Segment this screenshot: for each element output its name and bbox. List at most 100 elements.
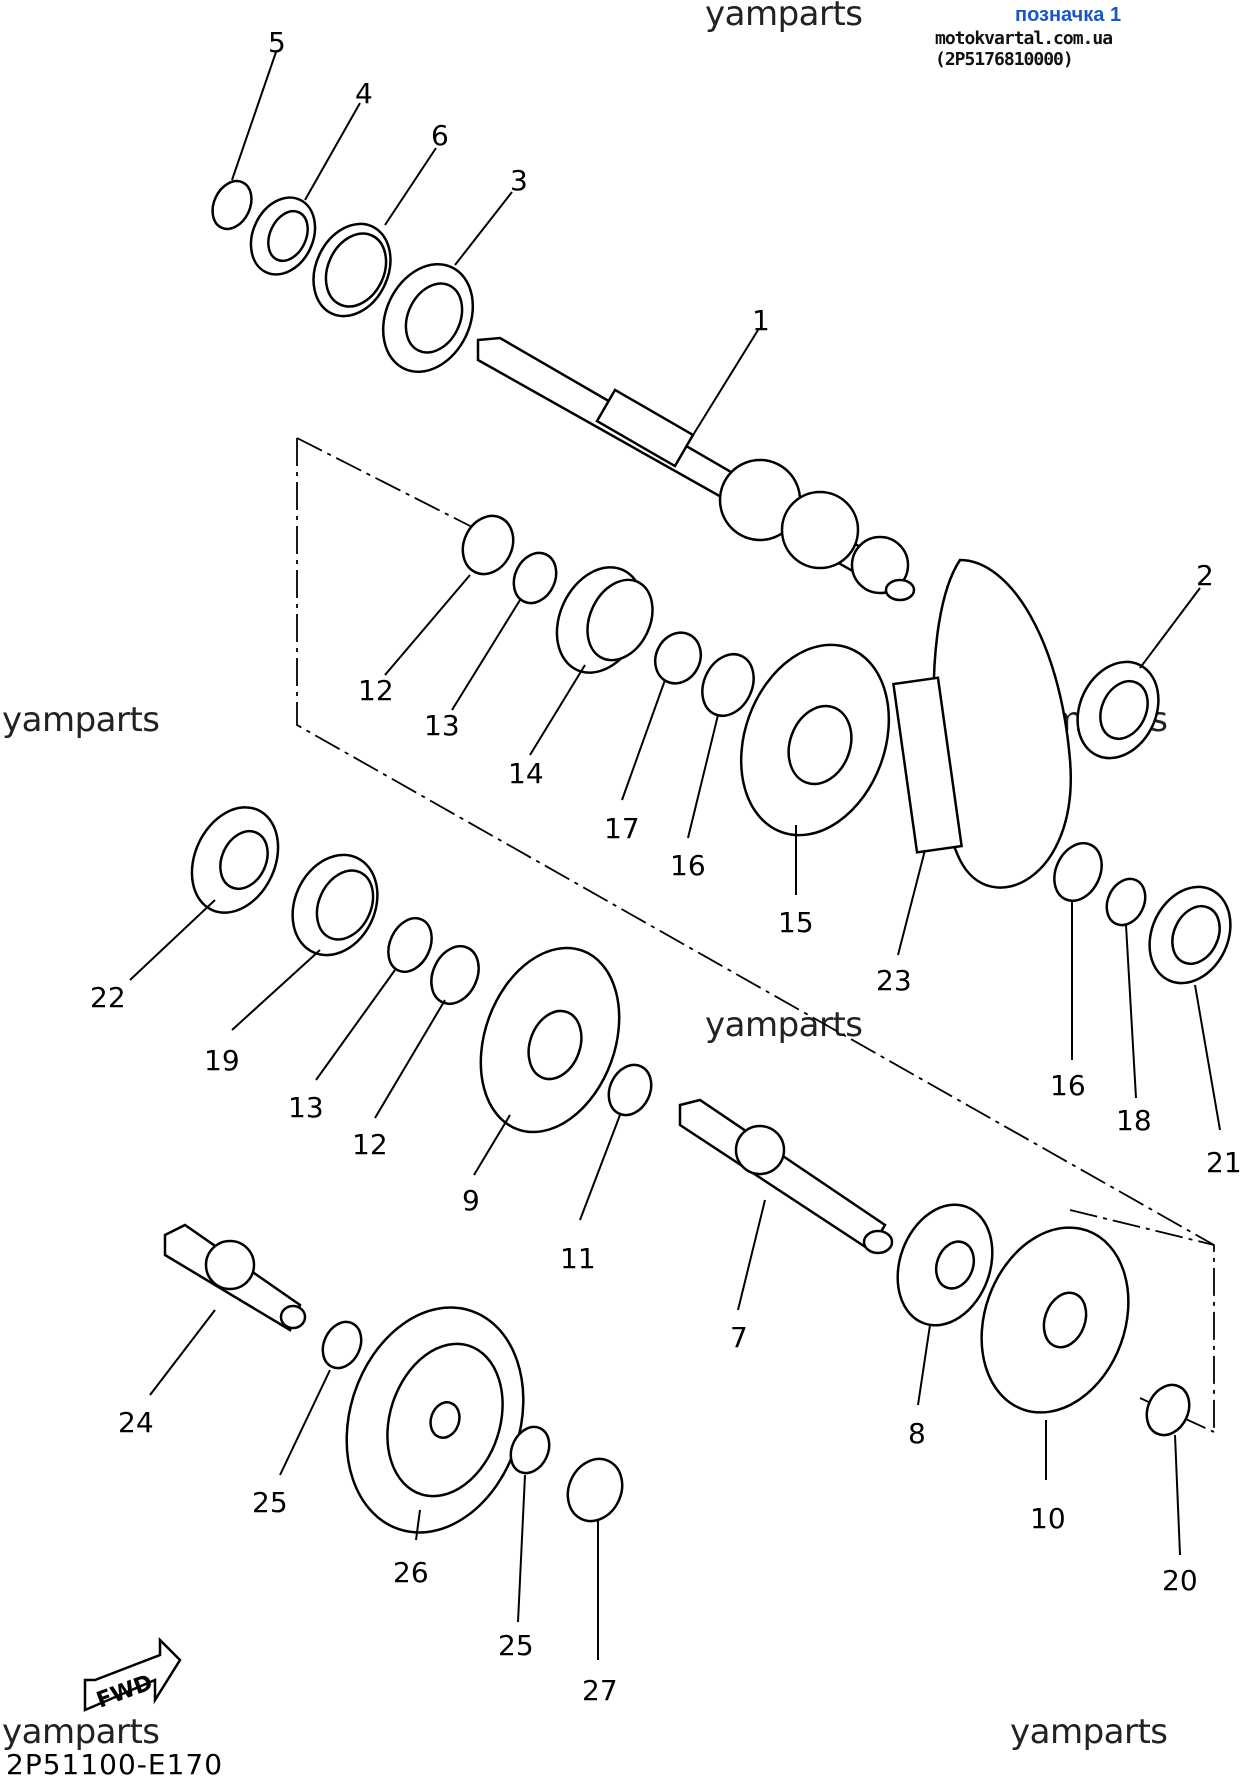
needle-bearing-part xyxy=(653,631,703,685)
callout-number: 12 xyxy=(352,1128,388,1161)
callout-number: 1 xyxy=(752,304,770,337)
circlip-part xyxy=(1105,877,1147,927)
leader-line xyxy=(737,1199,766,1311)
callout-number: 18 xyxy=(1116,1104,1152,1137)
leader-line xyxy=(415,1509,421,1541)
callout-number: 11 xyxy=(560,1242,596,1275)
watermark: yamparts xyxy=(2,700,160,740)
washer-part xyxy=(701,653,755,717)
header-source: motokvartal.com.ua (2P5176810000) xyxy=(935,28,1113,70)
watermark: yamparts xyxy=(705,1005,863,1045)
callout-number: 13 xyxy=(424,709,460,742)
leader-line xyxy=(621,679,666,801)
watermark: yamparts xyxy=(1010,1712,1168,1752)
gear-part xyxy=(479,946,621,1134)
callout-number: 3 xyxy=(510,164,528,197)
leader-line xyxy=(304,102,361,201)
callout-number: 26 xyxy=(393,1556,429,1589)
leader-line xyxy=(687,714,719,839)
callout-number: 23 xyxy=(876,964,912,997)
leader-line xyxy=(454,191,513,266)
header-tag-label: позначка 1 xyxy=(1015,4,1122,26)
leader-line xyxy=(529,664,586,756)
bearing-part xyxy=(381,262,475,374)
leader-line xyxy=(129,899,216,981)
assembly-outline xyxy=(1069,1209,1215,1246)
callout-number: 25 xyxy=(498,1629,534,1662)
circlip-part xyxy=(509,1425,551,1475)
callout-number: 5 xyxy=(268,26,286,59)
callout-number: 19 xyxy=(204,1044,240,1077)
assembly-outline xyxy=(296,438,1215,1432)
drive-chain-part xyxy=(891,558,1073,889)
leader-line xyxy=(279,1369,331,1476)
drive-axle-part xyxy=(678,1098,894,1255)
main-axle-part xyxy=(476,336,916,602)
leader-line xyxy=(473,1114,511,1176)
callout-number: 20 xyxy=(1162,1564,1198,1597)
assembly-outline xyxy=(296,437,479,531)
needle-bearing-part xyxy=(566,1457,624,1523)
leader-line xyxy=(579,1114,621,1221)
watermark: yamparts xyxy=(2,1712,160,1752)
leader-line xyxy=(315,969,396,1081)
shaft-part xyxy=(163,1223,307,1332)
callout-number: 12 xyxy=(358,674,394,707)
callout-number: 2 xyxy=(1196,559,1214,592)
callout-number: 8 xyxy=(908,1417,926,1450)
callout-number: 7 xyxy=(730,1321,748,1354)
leader-line xyxy=(384,574,471,676)
callout-number: 22 xyxy=(90,981,126,1014)
callout-number: 15 xyxy=(778,906,814,939)
leader-line xyxy=(689,329,759,441)
leader-line xyxy=(917,1324,931,1406)
washer-part xyxy=(1053,842,1103,902)
callout-number: 6 xyxy=(431,119,449,152)
gear-part xyxy=(980,1226,1130,1414)
callout-number: 25 xyxy=(252,1486,288,1519)
bushing-part xyxy=(1145,1383,1191,1437)
leader-line xyxy=(1194,984,1221,1131)
circlip-part xyxy=(387,917,433,973)
leader-line xyxy=(231,949,321,1031)
circlip-part xyxy=(512,551,558,605)
leader-line xyxy=(1139,587,1201,669)
needle-bearing-part xyxy=(607,1063,653,1117)
callout-number: 17 xyxy=(604,812,640,845)
leader-line xyxy=(897,849,926,956)
washer-part xyxy=(461,514,515,576)
bearing-part xyxy=(1076,660,1160,760)
callout-number: 9 xyxy=(462,1184,480,1217)
gear-part xyxy=(896,1203,994,1327)
fwd-arrow-icon: FWD xyxy=(83,1636,182,1714)
leader-line xyxy=(1174,1434,1181,1556)
dog-clutch-part xyxy=(291,853,379,957)
bearing-part xyxy=(190,806,280,914)
washer-part xyxy=(430,945,480,1005)
callout-number: 14 xyxy=(508,757,544,790)
callout-number: 24 xyxy=(118,1406,154,1439)
watermark: yamparts xyxy=(705,0,863,34)
callout-number: 4 xyxy=(355,77,373,110)
gear-part xyxy=(739,643,891,837)
circlip-part xyxy=(321,1320,363,1370)
leader-line xyxy=(1125,924,1137,1099)
dog-clutch-part xyxy=(555,566,654,674)
leader-line xyxy=(231,51,277,181)
callout-number: 13 xyxy=(288,1091,324,1124)
o-ring-part xyxy=(211,179,253,231)
callout-number: 10 xyxy=(1030,1502,1066,1535)
callout-number: 16 xyxy=(670,849,706,882)
leader-line xyxy=(451,599,521,711)
callout-number: 27 xyxy=(582,1674,618,1707)
leader-line xyxy=(384,147,437,226)
diagram-code: 2P51100-E170 xyxy=(6,1748,224,1781)
callout-number: 21 xyxy=(1206,1146,1242,1179)
bearing-part xyxy=(1148,885,1232,985)
collar-part xyxy=(312,222,392,318)
leader-line xyxy=(374,999,446,1119)
oil-seal-part xyxy=(249,196,317,276)
leader-line xyxy=(517,1474,526,1623)
callout-number: 16 xyxy=(1050,1069,1086,1102)
